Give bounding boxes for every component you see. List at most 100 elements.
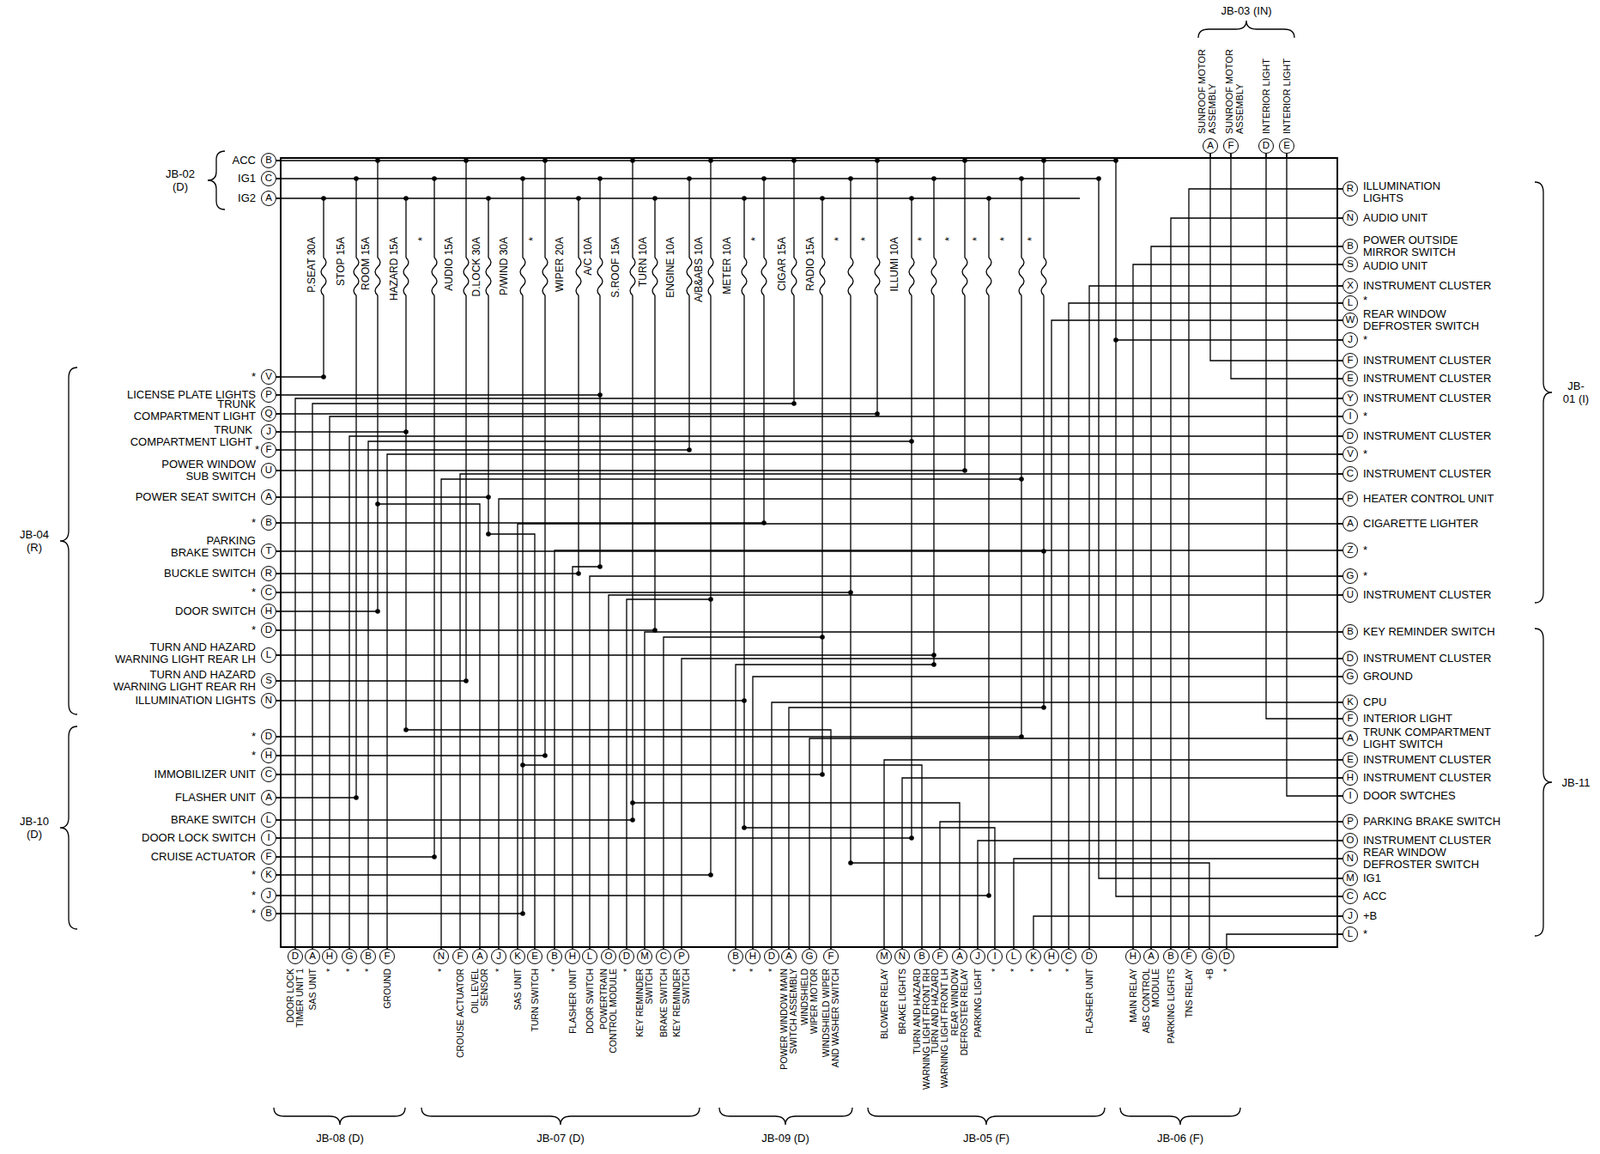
fuse-symbol: [431, 257, 437, 296]
fuse-label: TURN 10A: [637, 236, 649, 289]
pin-letter: D: [768, 951, 776, 962]
group-brace: [1534, 628, 1552, 936]
pin-letter: W: [1345, 315, 1356, 326]
group-brace: [60, 367, 78, 715]
pin-letter: A: [1147, 951, 1155, 962]
pin-circle: J: [260, 887, 277, 904]
pin-letter: K: [1030, 951, 1037, 962]
wire: [1089, 285, 1343, 949]
junction-dot: [375, 501, 381, 507]
fuse-symbol: [485, 257, 491, 296]
group-brace: [867, 1107, 1105, 1125]
pin-circle: I: [1342, 408, 1358, 425]
wire: [1170, 218, 1343, 949]
pin-letter: N: [1346, 853, 1354, 864]
junction-dot: [708, 872, 714, 878]
pin-letter: J: [266, 890, 272, 901]
wire: [572, 566, 600, 949]
fuse-symbol: [403, 257, 409, 296]
junction-dot: [520, 910, 526, 916]
pin-label: PARKING BRAKE SWITCH: [1363, 815, 1503, 828]
pin-circle: H: [1342, 769, 1358, 786]
pin-label: BLOWER RELAY: [879, 968, 890, 1041]
pin-label: TURN SWITCH: [530, 968, 540, 1033]
junction-dot: [761, 520, 767, 526]
pin-circle: W: [1342, 312, 1358, 328]
pin-letter: H: [1048, 951, 1055, 962]
wire: [276, 773, 823, 775]
pin-label: PARKING LIGHTS: [1166, 968, 1176, 1045]
pin-circle: G: [341, 948, 358, 964]
pin-label: DOOR SWITCH: [174, 605, 256, 618]
pin-label: *: [253, 443, 260, 456]
wire: [276, 679, 467, 681]
wire: [276, 496, 281, 497]
pin-letter: C: [1346, 468, 1354, 479]
junction-dot: [375, 157, 381, 164]
fuse-symbol: [575, 257, 582, 296]
junction-dot: [1018, 733, 1025, 740]
junction-dot: [741, 697, 747, 704]
pin-letter: N: [265, 695, 273, 706]
pin-label: DOOR SWITCH: [585, 968, 595, 1035]
wire: [1042, 160, 1044, 258]
group-brace: [60, 726, 78, 929]
pin-circle: L: [260, 812, 277, 828]
junction-dot: [403, 727, 409, 733]
pin-label: IG2: [236, 192, 256, 205]
pin-letter: P: [1346, 493, 1354, 504]
pin-circle: R: [1342, 181, 1358, 197]
wire: [1286, 153, 1343, 796]
pin-circle: C: [1060, 948, 1077, 964]
pin-circle: N: [433, 948, 449, 964]
wire: [1042, 295, 1044, 708]
pin-label: TURN AND HAZARD WARNING LIGHT FRONT LH: [930, 968, 950, 1090]
fuse-label: *: [1026, 236, 1038, 243]
pin-circle: H: [321, 948, 338, 964]
pin-letter: N: [898, 951, 906, 962]
pin-label: AUDIO UNIT: [1363, 260, 1430, 273]
pin-circle: G: [801, 948, 818, 964]
pin-letter: B: [265, 155, 273, 166]
junction-dot: [874, 157, 880, 164]
wire: [276, 610, 281, 612]
fuse-symbol: [597, 257, 603, 296]
pin-letter: C: [1065, 951, 1073, 962]
pin-letter: T: [265, 545, 272, 557]
pin-letter: D: [1085, 951, 1093, 962]
pin-letter: M: [879, 951, 889, 962]
pin-circle: C: [260, 584, 277, 600]
wire: [276, 699, 281, 701]
junction-dot: [686, 447, 692, 453]
pin-circle: P: [1342, 813, 1358, 830]
wire: [276, 754, 281, 756]
pin-circle: Q: [260, 406, 277, 422]
fuse-label: *: [916, 236, 928, 243]
pin-circle: K: [1342, 694, 1358, 710]
junction-dot: [630, 800, 636, 806]
fuse-label: P.SEAT 30A: [306, 236, 318, 294]
pin-circle: F: [379, 948, 395, 964]
pin-label: INSTRUMENT CLUSTER: [1363, 588, 1493, 601]
wire: [771, 702, 1343, 949]
pin-label: INSTRUMENT CLUSTER: [1363, 652, 1493, 665]
group-brace: [1198, 20, 1295, 38]
junction-dot: [1041, 548, 1047, 554]
pin-letter: B: [1346, 626, 1354, 637]
pin-letter: A: [785, 951, 793, 962]
pin-circle: A: [260, 489, 277, 505]
wire: [933, 295, 934, 665]
wire: [276, 773, 281, 775]
pin-label: *: [494, 968, 504, 974]
wire: [377, 503, 480, 949]
pin-label: SAS UNIT: [513, 968, 523, 1012]
wire: [276, 912, 281, 914]
pin-circle: E: [1342, 751, 1358, 768]
fuse-symbol: [630, 257, 636, 296]
pin-letter: I: [993, 951, 996, 962]
wire: [1068, 303, 1343, 949]
pin-circle: H: [745, 948, 761, 964]
junction-dot: [819, 195, 825, 201]
wire: [522, 764, 922, 949]
wire: [276, 894, 989, 896]
